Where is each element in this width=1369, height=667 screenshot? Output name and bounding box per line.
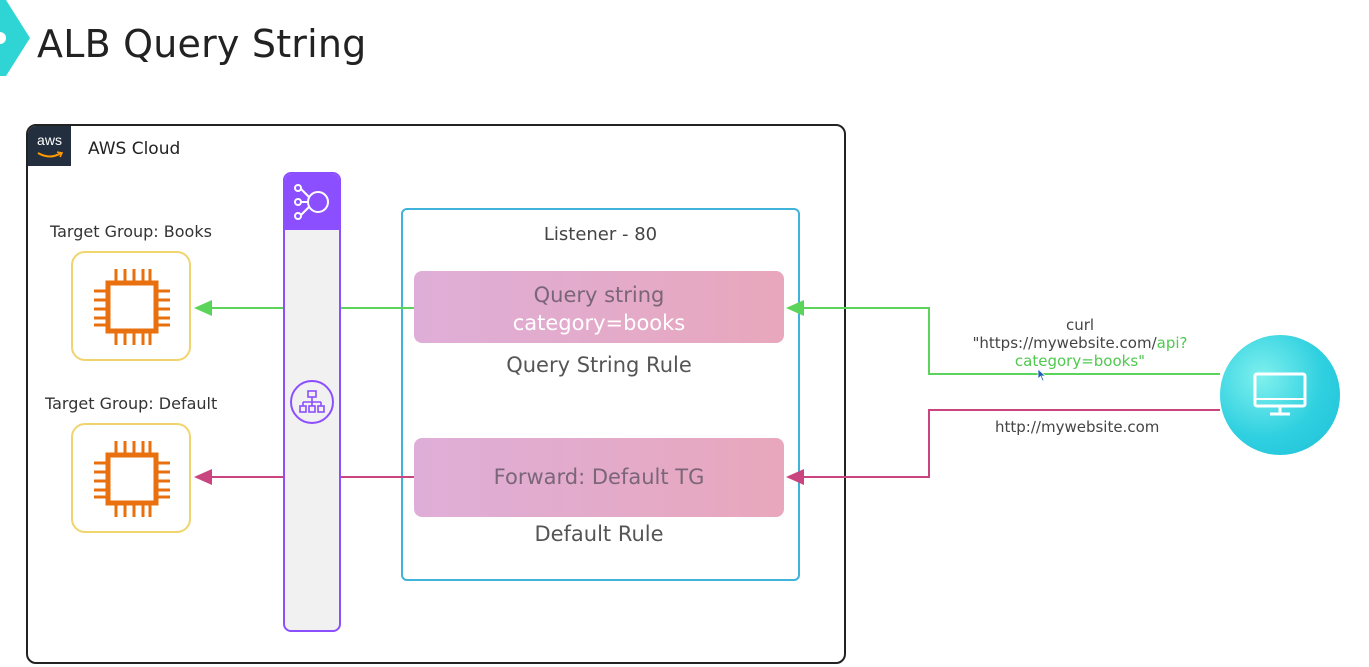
ec2-instance-chip-icon	[94, 269, 170, 345]
mouse-cursor-icon	[1037, 368, 1047, 382]
ec2-instance-chip-icon	[94, 441, 170, 517]
curl-command: curl	[1065, 316, 1095, 334]
application-load-balancer	[283, 172, 341, 632]
aws-logo: aws	[28, 126, 71, 166]
listener-box	[401, 208, 800, 581]
title-accent-shape	[0, 0, 30, 76]
aws-smile-icon	[37, 151, 63, 158]
curl-url-prefix: "https://mywebsite.com/	[972, 334, 1157, 352]
aws-cloud-boundary	[26, 124, 846, 664]
aws-logo-text: aws	[37, 132, 62, 148]
query-string-rule-box: Query string category=books	[414, 271, 784, 343]
query-string-rule-line2: category=books	[512, 311, 686, 335]
default-rule-caption: Default Rule	[534, 522, 664, 546]
pink-flow-lines	[194, 409, 1220, 485]
hierarchy-tree-icon	[290, 380, 334, 424]
aws-cloud-label: AWS Cloud	[88, 139, 181, 159]
curl-url-query: category=books"	[1014, 352, 1146, 370]
query-string-rule-caption: Query String Rule	[506, 353, 692, 377]
green-flow-lines	[194, 300, 1220, 375]
curl-request-label: curl "https://mywebsite.com/api? categor…	[960, 316, 1200, 370]
query-string-rule-line1: Query string	[533, 283, 665, 307]
target-group-default-label: Target Group: Default	[45, 394, 218, 413]
target-group-books-label: Target Group: Books	[50, 222, 212, 241]
target-group-books	[71, 251, 191, 361]
listener-label: Listener - 80	[543, 224, 658, 245]
alb-header	[285, 174, 339, 230]
monitor-icon	[1253, 372, 1307, 416]
http-request-label: http://mywebsite.com	[995, 418, 1160, 436]
default-rule-box: Forward: Default TG	[414, 438, 784, 517]
client-computer	[1220, 335, 1340, 455]
curl-url-path: api?	[1156, 334, 1188, 352]
application-load-balancer-icon	[294, 184, 329, 220]
page-title: ALB Query String	[37, 22, 367, 66]
target-group-default	[71, 423, 191, 533]
